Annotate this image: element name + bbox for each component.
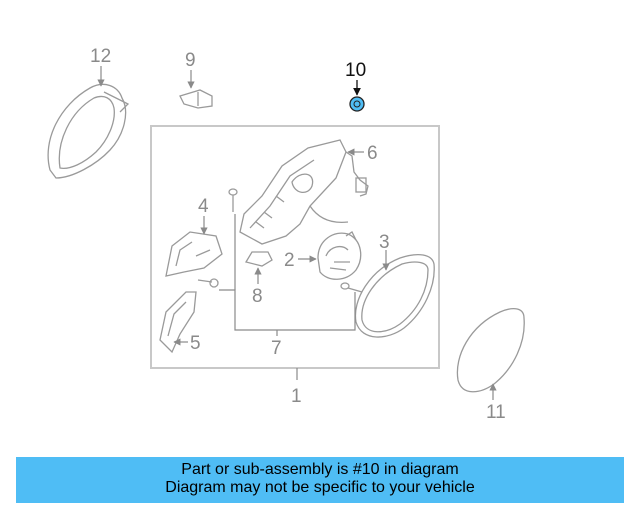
callout-1: 1 xyxy=(291,386,302,407)
part-11-outer-glass[interactable] xyxy=(456,307,525,393)
leader-7 xyxy=(219,289,356,331)
banner-line-2: Diagram may not be specific to your vehi… xyxy=(165,479,475,496)
part-5-trim[interactable] xyxy=(159,291,197,354)
assembly-box xyxy=(150,125,440,369)
callout-8: 8 xyxy=(252,286,263,307)
part-3-mirror-glass[interactable] xyxy=(354,253,435,338)
part-2-actuator[interactable] xyxy=(317,231,362,280)
callout-2: 2 xyxy=(284,250,295,271)
parts-diagram: 12 9 10 6 2 xyxy=(47,46,525,423)
part-screw-actuator[interactable] xyxy=(340,282,363,293)
part-12-mirror-cover[interactable] xyxy=(47,83,130,179)
callout-6: 6 xyxy=(367,143,378,164)
info-banner: Part or sub-assembly is #10 in diagram D… xyxy=(16,457,624,503)
part-4-cover[interactable] xyxy=(165,231,223,277)
callout-12: 12 xyxy=(90,46,111,67)
part-screw-upper[interactable] xyxy=(228,188,238,212)
callout-3: 3 xyxy=(379,232,390,253)
callout-9: 9 xyxy=(185,50,196,71)
part-7-screw-left[interactable] xyxy=(197,278,219,288)
callout-4: 4 xyxy=(198,196,209,217)
callout-7: 7 xyxy=(271,338,282,359)
callout-11: 11 xyxy=(486,402,506,423)
part-9-bulb[interactable] xyxy=(179,89,213,109)
part-10-nut[interactable] xyxy=(349,96,365,112)
callout-10: 10 xyxy=(345,60,366,81)
banner-line-1: Part or sub-assembly is #10 in diagram xyxy=(181,461,459,478)
callout-5: 5 xyxy=(190,333,201,354)
part-8-clip[interactable] xyxy=(244,251,273,267)
part-6-mirror-base[interactable] xyxy=(239,139,369,245)
